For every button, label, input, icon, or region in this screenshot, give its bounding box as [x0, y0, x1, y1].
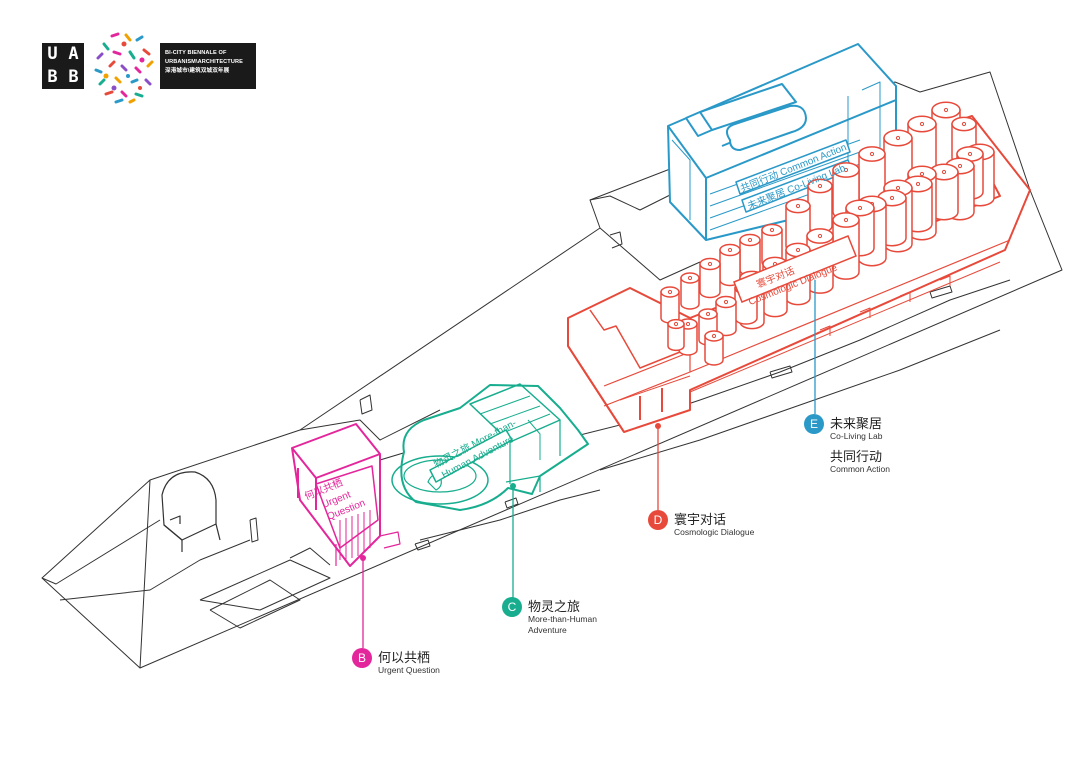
silo: [699, 257, 721, 299]
silo: [785, 198, 811, 254]
logo-letter: B: [68, 67, 79, 87]
silo: [719, 243, 741, 287]
silo: [929, 163, 959, 221]
silo: [715, 295, 737, 337]
silo: [680, 272, 700, 310]
callout-c-title: 物灵之旅: [528, 599, 581, 614]
callout-e-subtitle-2: Common Action: [830, 464, 890, 474]
callout-e-title: 未来聚居: [830, 416, 883, 431]
logo-title-line: URBANISM\ARCHITECTURE: [165, 59, 243, 65]
callout-d-badge: D: [648, 510, 668, 530]
silo: [704, 330, 724, 366]
silo: [739, 233, 761, 277]
more-than-human-building: [391, 383, 589, 511]
callout-e-badge: E: [804, 414, 824, 434]
callout-c-subtitle: More-than-Human Adventure: [528, 614, 597, 636]
callout-b-title: 何以共栖: [378, 650, 431, 665]
logo-confetti-emblem: [94, 32, 154, 104]
logo-letter: B: [47, 67, 58, 87]
uabb-logo-mark: U A B B: [42, 43, 84, 89]
leader-lines: [362, 280, 816, 648]
callout-c-badge: C: [502, 597, 522, 617]
silo: [858, 146, 886, 206]
callout-e-title-2: 共同行动: [830, 449, 883, 464]
logo-letter: A: [68, 44, 79, 64]
callout-d-title: 寰宇对话: [674, 512, 727, 527]
silo: [660, 286, 680, 324]
callout-b-subtitle: Urgent Question: [378, 665, 440, 675]
urgent-question-building: [291, 423, 401, 567]
logo-title-line: 深港城市\建筑双城双年展: [165, 68, 230, 74]
logo-title-line: BI-CITY BIENNALE OF: [165, 50, 227, 56]
logo-title: BI-CITY BIENNALE OF URBANISM\ARCHITECTUR…: [160, 43, 256, 89]
callout-c-subtitle-line: More-than-Human: [528, 614, 597, 624]
logo-letter: U: [47, 44, 58, 64]
callout-c-subtitle-line: Adventure: [528, 625, 567, 635]
leader-endpoints: [360, 423, 661, 561]
callout-b-badge: B: [352, 648, 372, 668]
callout-e-subtitle: Co-Living Lab: [830, 431, 883, 441]
silo: [667, 318, 685, 352]
site-tower-outline: [161, 471, 221, 552]
cosmologic-label-sign: [733, 235, 857, 303]
callout-d-subtitle: Cosmologic Dialogue: [674, 527, 755, 537]
site-base-outline: [41, 71, 1063, 669]
